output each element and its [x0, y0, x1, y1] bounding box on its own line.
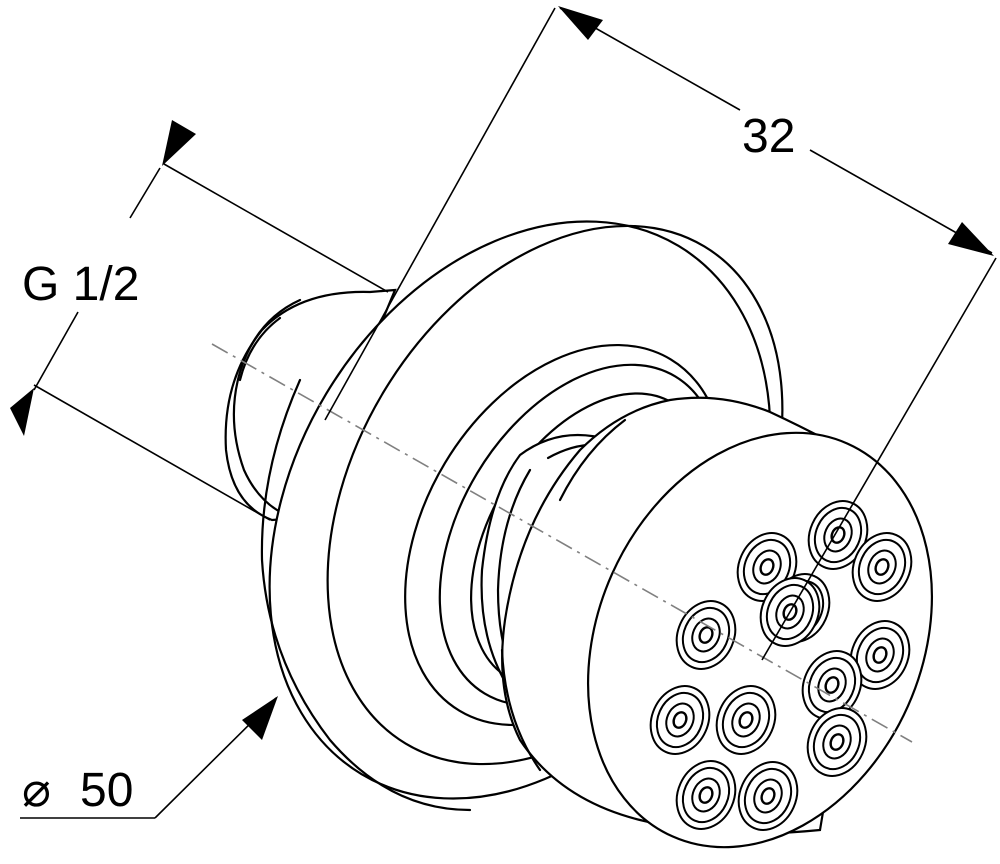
nozzle-ring — [721, 691, 771, 749]
nozzle-group — [649, 500, 913, 831]
arrow-head — [242, 696, 278, 740]
nozzle-ring — [738, 711, 754, 729]
nozzle-ring — [698, 626, 714, 644]
nozzle-ring — [817, 667, 847, 703]
nozzle-ring — [822, 724, 852, 760]
nozzle-ring — [830, 526, 846, 544]
arrow-head — [558, 6, 603, 40]
thread-dimension-label: G 1/2 — [22, 258, 139, 311]
nozzle-ring — [698, 786, 714, 804]
dimension-thread: G 1/2 — [10, 120, 389, 521]
nozzle-ring — [655, 691, 705, 749]
nozzle-ring — [812, 713, 862, 771]
spray-nozzle — [806, 707, 868, 777]
nozzle-ring — [753, 778, 783, 814]
nozzle-ring — [765, 583, 815, 641]
nozzle-ring — [857, 538, 907, 596]
nozzle-ring — [731, 702, 761, 738]
nozzle-ring — [872, 646, 888, 664]
nozzle-ring — [782, 603, 798, 621]
nozzle-ring — [681, 766, 731, 824]
threaded-connector — [224, 288, 397, 522]
nozzle-ring — [759, 558, 775, 576]
nozzle-ring — [867, 549, 897, 585]
nozzle-ring — [681, 606, 731, 664]
nozzle-ring — [865, 637, 895, 673]
nozzle-ring — [743, 767, 793, 825]
nozzle-ring — [855, 626, 905, 684]
nozzle-ring — [829, 733, 845, 751]
nozzle-ring — [824, 676, 840, 694]
depth-dimension-label: 32 — [742, 110, 795, 163]
spray-nozzle — [675, 760, 737, 830]
center-axis — [211, 343, 913, 743]
nozzle-ring — [672, 711, 688, 729]
arrow-head — [10, 388, 34, 436]
nozzle-ring — [752, 549, 782, 585]
nozzle-ring — [760, 787, 776, 805]
spray-nozzle — [849, 620, 911, 690]
nozzle-ring — [775, 594, 805, 630]
spray-nozzle — [649, 685, 711, 755]
arrow-head — [162, 120, 196, 166]
nozzle-ring — [874, 558, 890, 576]
nozzle-ring — [807, 656, 857, 714]
dimension-diameter: ⌀ 50 — [20, 696, 278, 819]
nozzle-ring — [691, 777, 721, 813]
diameter-dimension-label: 50 — [80, 764, 133, 817]
nozzle-ring — [823, 517, 853, 553]
nozzle-ring — [742, 538, 792, 596]
spray-nozzle — [737, 761, 799, 831]
nozzle-ring — [691, 617, 721, 653]
spray-nozzle — [715, 685, 777, 755]
diameter-symbol: ⌀ — [22, 764, 51, 817]
spray-nozzle — [801, 650, 863, 720]
nozzle-ring — [665, 702, 695, 738]
spray-nozzle — [851, 532, 913, 602]
spray-nozzle — [675, 600, 737, 670]
arrow-head — [948, 222, 994, 256]
dimension-depth: 32 — [324, 6, 997, 661]
